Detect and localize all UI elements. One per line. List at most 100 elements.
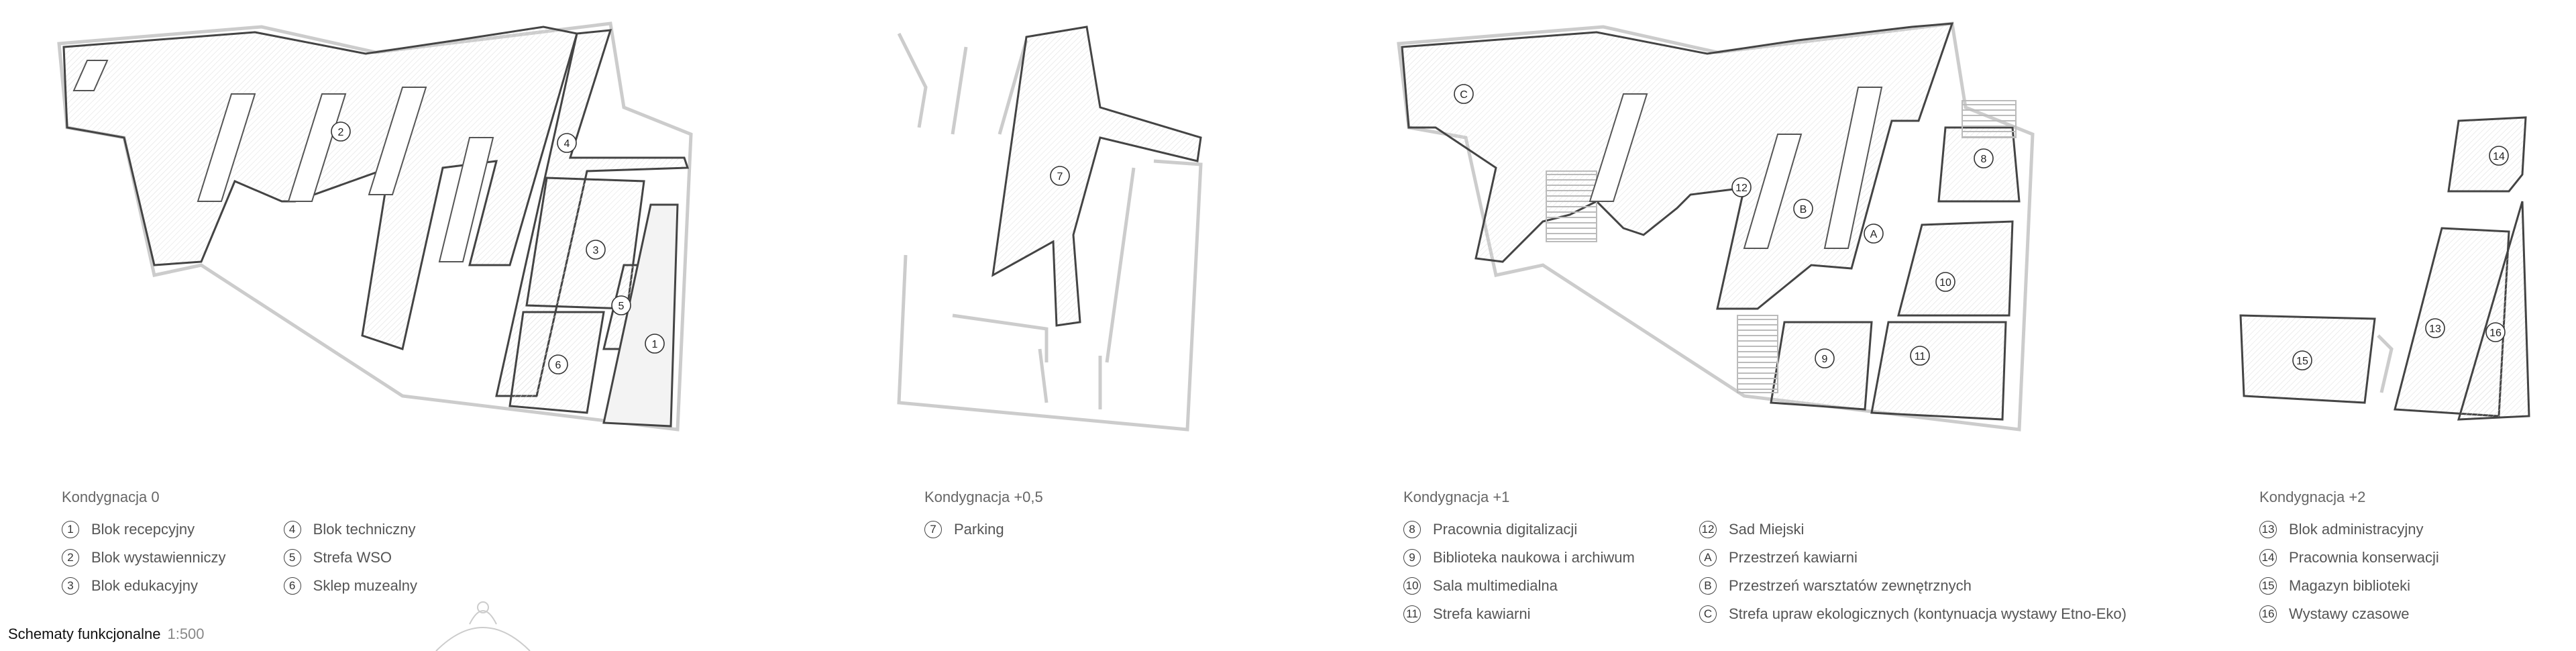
zone-label-text: 5 bbox=[619, 301, 625, 312]
zone-2-block bbox=[62, 26, 578, 350]
zone-label-text: 10 bbox=[1939, 277, 1951, 289]
zone-label-text: 12 bbox=[1735, 183, 1748, 194]
zone-label-4: 4 bbox=[557, 133, 577, 153]
legend-item: 11 Strefa kawiarni bbox=[1403, 600, 1635, 628]
legend-number-badge: A bbox=[1699, 549, 1717, 566]
legend-label: Blok techniczny bbox=[313, 521, 416, 538]
legend-item: 7 Parking bbox=[924, 515, 1004, 544]
legend-number-badge: 5 bbox=[283, 549, 301, 566]
zone-label-text: 7 bbox=[1057, 171, 1063, 183]
zone-label-text: 3 bbox=[593, 245, 599, 256]
zone-label-13: 13 bbox=[2425, 318, 2445, 338]
footer-scale: 1:500 bbox=[167, 625, 205, 642]
zone-label-text: 2 bbox=[338, 127, 344, 138]
zone-label-text: 9 bbox=[1822, 354, 1828, 365]
zone-label-8: 8 bbox=[1974, 148, 1994, 168]
legend-number-badge: 11 bbox=[1403, 605, 1421, 623]
legend-title: Kondygnacja 0 bbox=[62, 489, 160, 505]
zone-label-5: 5 bbox=[611, 295, 631, 315]
court bbox=[1823, 87, 1883, 249]
zone-label-circle bbox=[548, 354, 568, 374]
legend-number-badge: 4 bbox=[283, 521, 301, 538]
zone-10-block bbox=[1897, 220, 2014, 317]
legend-number-badge: 14 bbox=[2259, 549, 2277, 566]
zone-label-circle bbox=[1731, 177, 1752, 197]
legend-label: Parking bbox=[954, 521, 1004, 538]
zone-11-block bbox=[1870, 321, 2007, 421]
plan-level-2 bbox=[2239, 116, 2530, 421]
legend-level-05: Kondygnacja +0,5 7 Parking bbox=[924, 489, 1043, 544]
legend-col: 4 Blok techniczny 5 Strefa WSO 6 Sklep muzeal… bbox=[283, 515, 417, 600]
legend-number-badge: 7 bbox=[924, 521, 942, 538]
zone-label-3: 3 bbox=[586, 240, 606, 260]
zone-label-14: 14 bbox=[2489, 146, 2509, 166]
legend-label: Strefa WSO bbox=[313, 549, 392, 566]
legend-number-badge: 3 bbox=[62, 577, 79, 595]
legend-label: Sad Miejski bbox=[1728, 521, 1805, 538]
plan-level-05 bbox=[897, 26, 1203, 432]
zone-label-circle bbox=[557, 133, 577, 153]
zone-label-circle bbox=[586, 240, 606, 260]
zone-label-text: C bbox=[1460, 89, 1468, 101]
legend-number-badge: 10 bbox=[1403, 577, 1421, 595]
zone-label-9: 9 bbox=[1815, 348, 1835, 368]
court bbox=[287, 93, 347, 202]
legend-label: Blok wystawienniczy bbox=[91, 549, 226, 566]
zone-label-text: 6 bbox=[555, 360, 561, 371]
legend-label: Pracownia konserwacji bbox=[2289, 549, 2439, 566]
zone-16-block bbox=[2457, 201, 2530, 421]
court bbox=[197, 93, 256, 202]
zone-label-text: 11 bbox=[1915, 351, 1926, 362]
legend-label: Sklep muzealny bbox=[313, 577, 417, 594]
legend-number-badge: 6 bbox=[283, 577, 301, 595]
zone-label-circle bbox=[2489, 146, 2509, 166]
zone-label-circle bbox=[611, 295, 631, 315]
zone-label-11: 11 bbox=[1910, 346, 1930, 366]
legend-label: Blok recepcyjny bbox=[91, 521, 195, 538]
zone-1-block bbox=[602, 203, 679, 428]
zone-label-16: 16 bbox=[2485, 322, 2506, 342]
zone-c-block bbox=[1401, 22, 1954, 310]
stairs bbox=[1737, 315, 1778, 393]
zone-label-circle bbox=[331, 121, 351, 142]
zone-label-7: 7 bbox=[1050, 166, 1070, 186]
zone-label-text: 8 bbox=[1981, 154, 1987, 165]
legend-number-badge: 9 bbox=[1403, 549, 1421, 566]
legend-item: 4 Blok techniczny bbox=[283, 515, 417, 544]
legend-label: Strefa kawiarni bbox=[1433, 605, 1531, 622]
legend-label: Biblioteka naukowa i archiwum bbox=[1433, 549, 1635, 566]
zone-label-circle bbox=[1864, 223, 1884, 244]
plan-level-0 bbox=[57, 21, 693, 432]
zone-label-circle bbox=[2425, 318, 2445, 338]
zone-label-circle bbox=[1974, 148, 1994, 168]
stairs bbox=[1962, 100, 2017, 138]
zone-label-circle bbox=[1050, 166, 1070, 186]
context-wall bbox=[2377, 334, 2394, 393]
legend-label: Strefa upraw ekologicznych (kontynuacja … bbox=[1728, 605, 2127, 622]
zone-label-2: 2 bbox=[331, 121, 351, 142]
zone-label-circle bbox=[645, 334, 665, 354]
zone-label-circle bbox=[1793, 199, 1813, 219]
zone-label-6: 6 bbox=[548, 354, 568, 374]
zone-label-circle bbox=[1910, 346, 1930, 366]
zone-label-text: 16 bbox=[2489, 328, 2502, 339]
court bbox=[438, 137, 494, 262]
legend-title: Kondygnacja +0,5 bbox=[924, 489, 1043, 505]
zone-label-circle bbox=[1935, 272, 1955, 292]
court bbox=[368, 87, 427, 195]
context-wall bbox=[1038, 348, 1049, 403]
legend-number-badge: C bbox=[1699, 605, 1717, 623]
context-wall bbox=[998, 40, 1028, 135]
